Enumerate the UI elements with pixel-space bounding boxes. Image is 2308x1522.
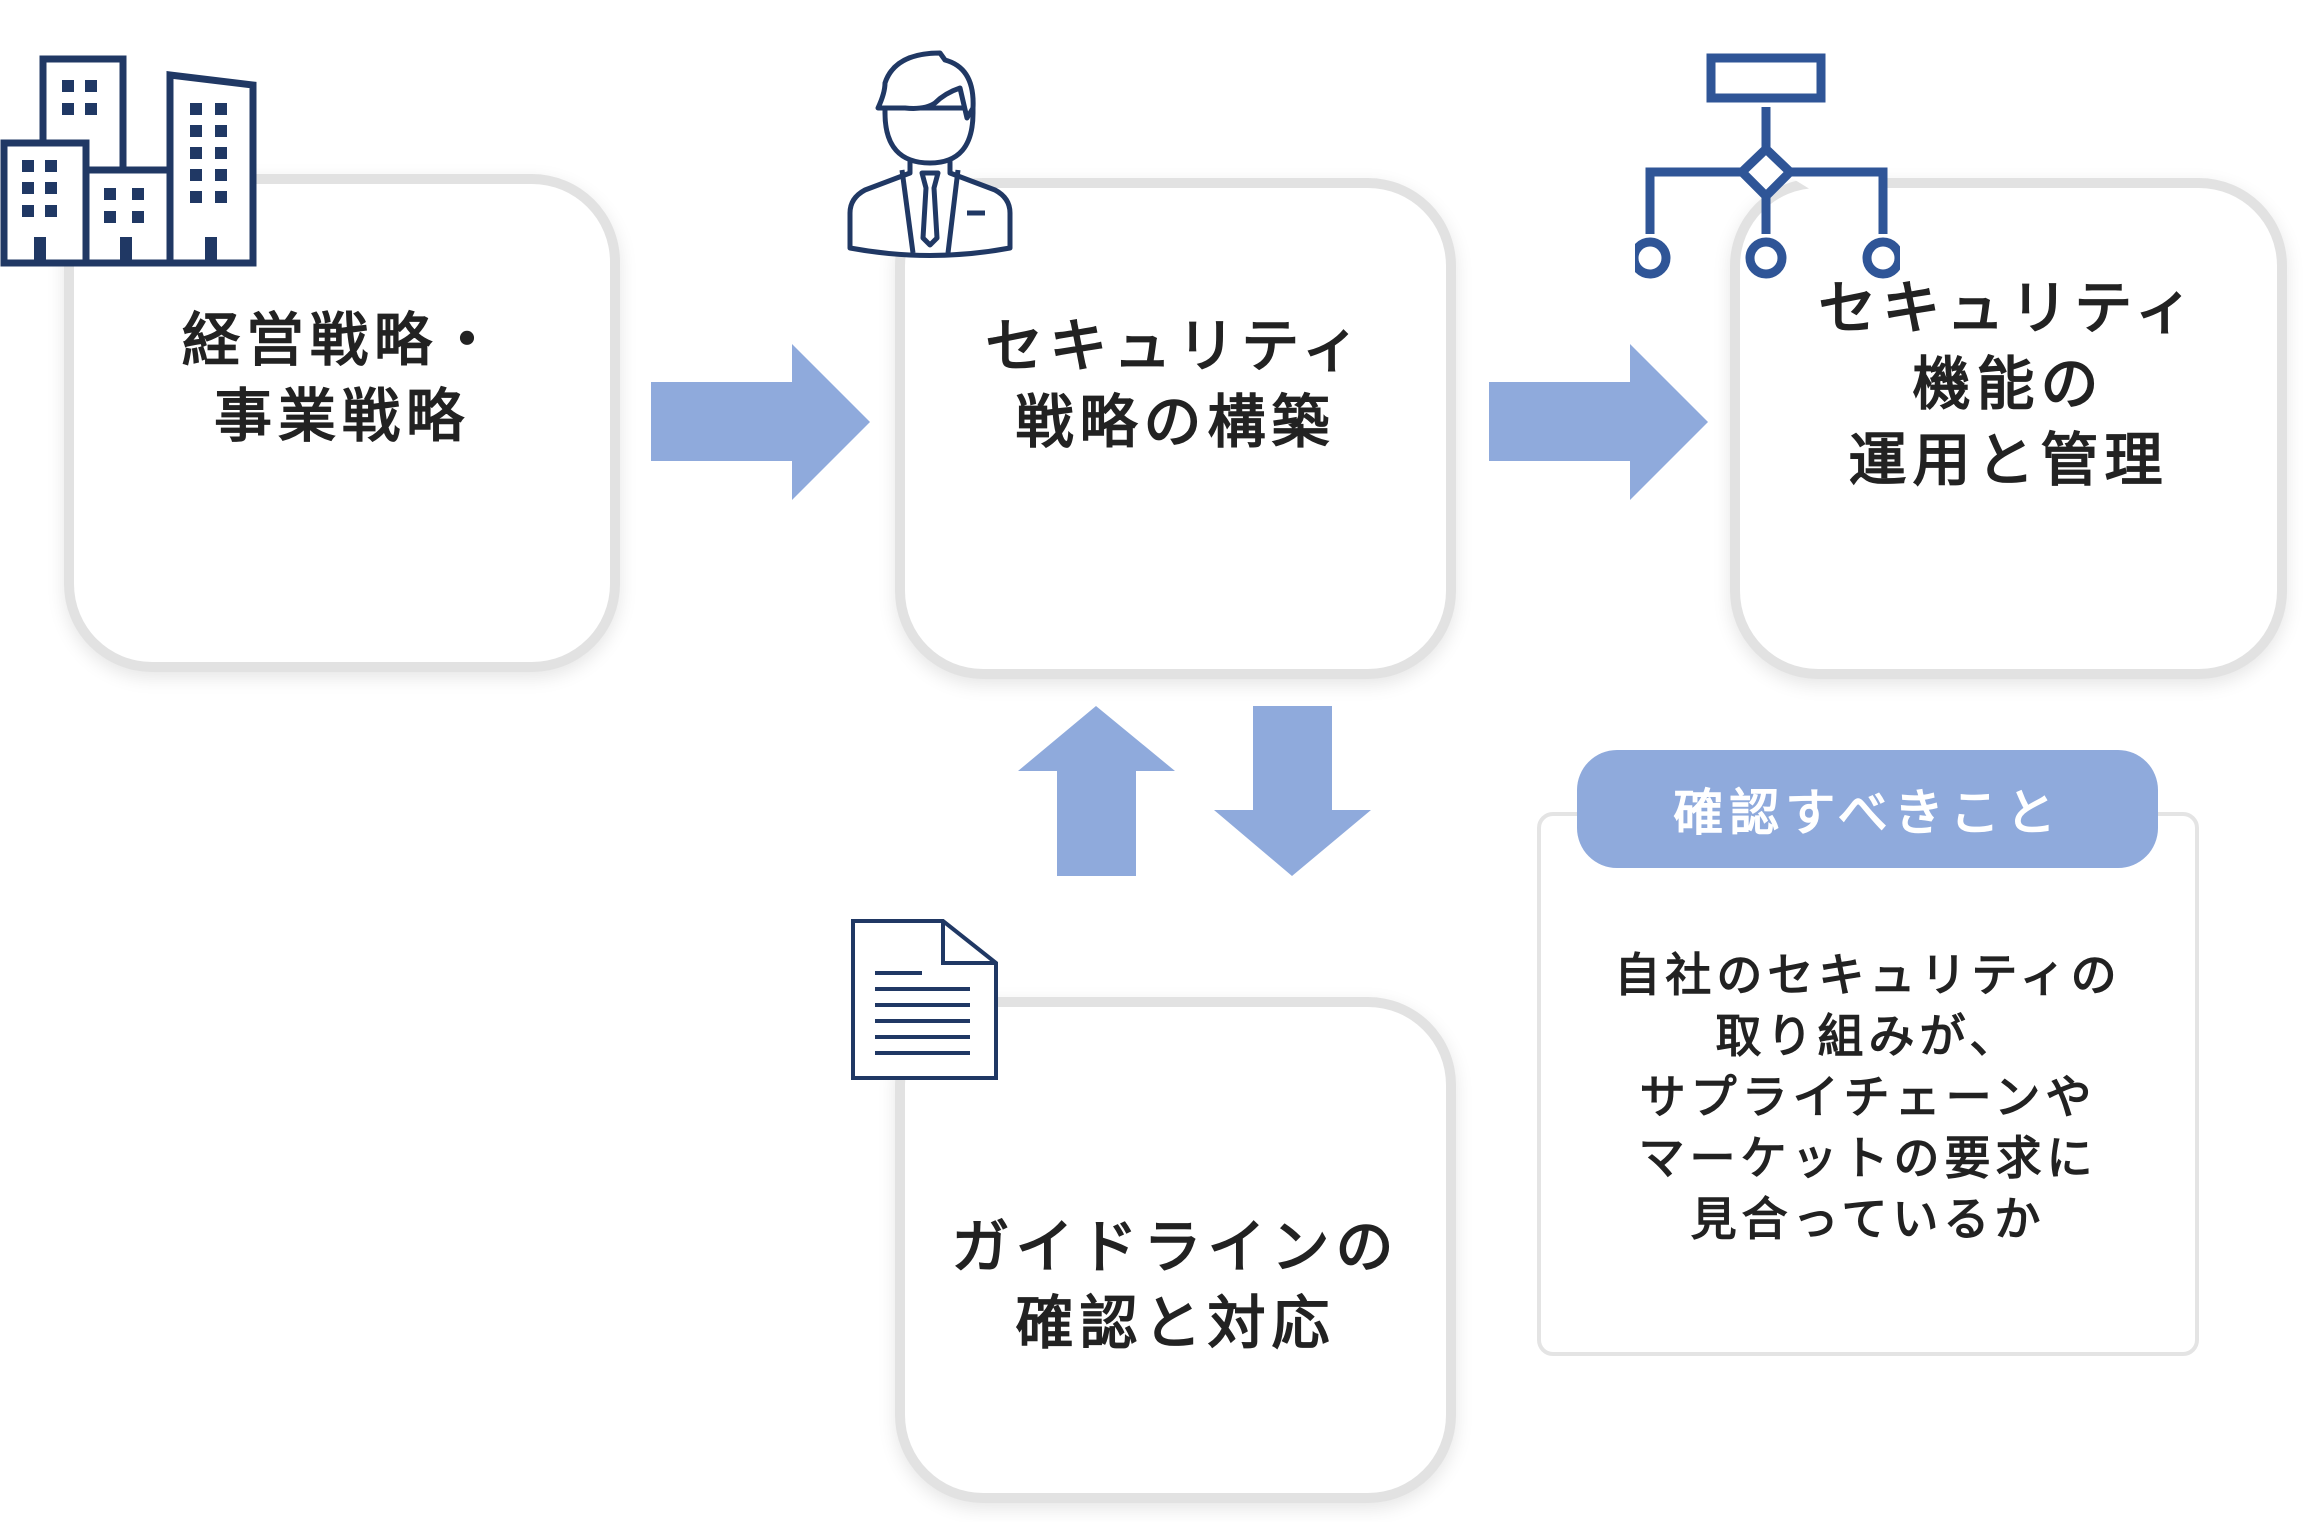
step-label: 経営戦略・ 事業戦略 <box>181 306 502 450</box>
info-body: 自社のセキュリティの 取り組みが、 サプライチェーンや マーケットの要求に 見合… <box>1614 948 2122 1246</box>
arrow-right-2 <box>1489 344 1708 500</box>
arrow-up <box>1018 706 1175 876</box>
arrow-right-1 <box>651 344 870 500</box>
info-header: 確認すべきこと <box>1577 750 2158 868</box>
step-label: セキュリティ 戦略の構築 <box>985 311 1366 456</box>
step-card-security-strategy: セキュリティ 戦略の構築 <box>905 188 1446 669</box>
step-label: セキュリティ 機能の 運用と管理 <box>1818 273 2199 494</box>
arrow-down <box>1214 706 1371 876</box>
document-icon <box>851 919 998 1080</box>
step-label: ガイドラインの 確認と対応 <box>951 1213 1400 1357</box>
step-card-guideline-check: ガイドラインの 確認と対応 <box>905 1007 1446 1493</box>
buildings-icon <box>0 55 257 267</box>
businessman-icon <box>847 50 1013 258</box>
info-box <box>1537 812 2199 1356</box>
step-card-security-operations: セキュリティ 機能の 運用と管理 <box>1740 188 2277 669</box>
org-chart-icon <box>1635 53 1900 279</box>
